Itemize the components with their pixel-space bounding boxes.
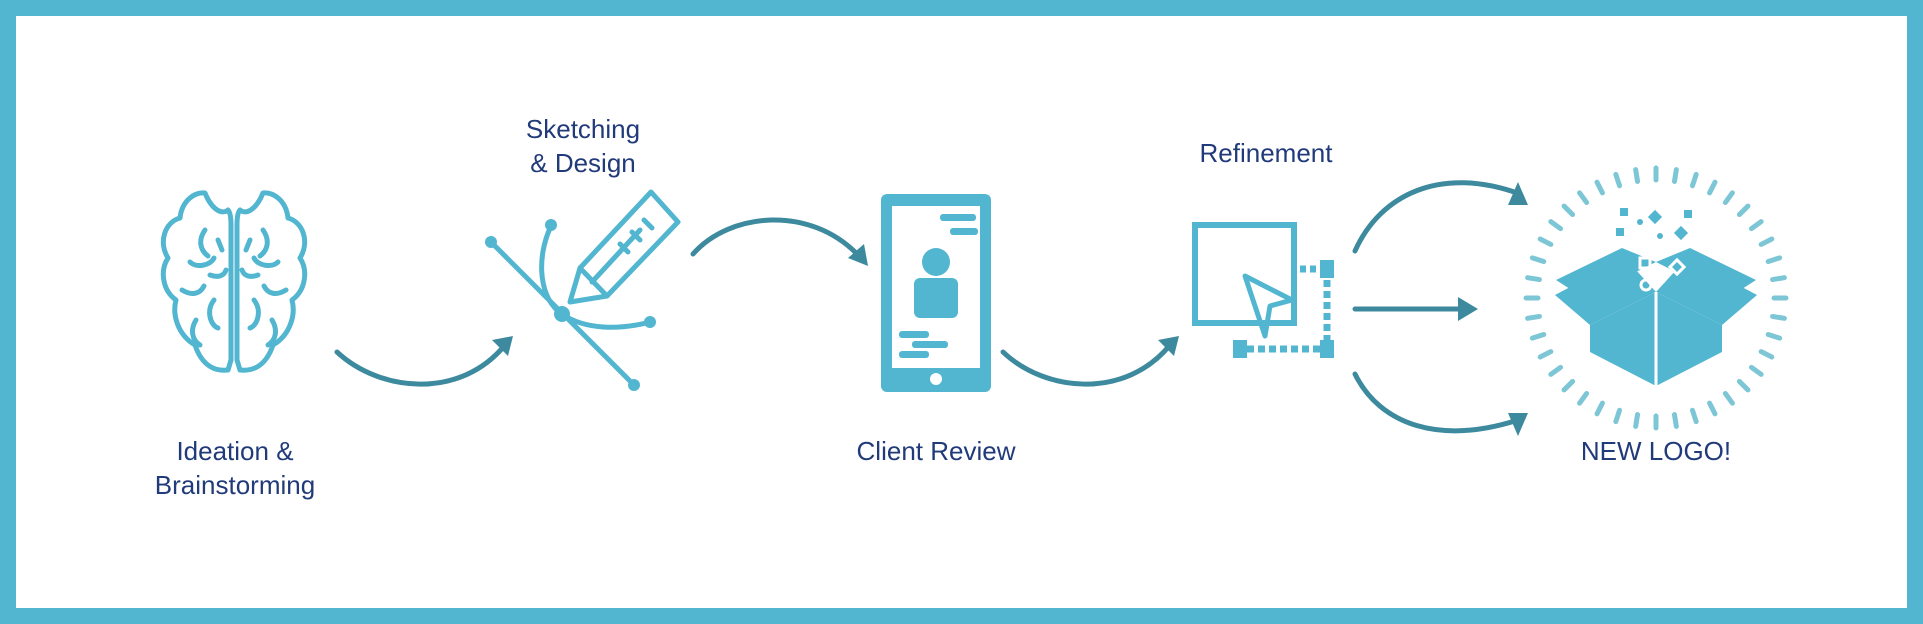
burst-ray: [1548, 364, 1564, 377]
step-label-client-review: Client Review: [856, 436, 1016, 466]
burst-ray: [1722, 190, 1735, 206]
burst-ray: [1765, 331, 1783, 341]
arrow-ideation-to-sketching: [334, 336, 513, 387]
burst-ray: [1707, 179, 1718, 196]
burst-ray: [1633, 167, 1641, 184]
burst-ray: [1758, 349, 1775, 360]
label-line: Ideation &: [176, 436, 294, 466]
burst-ray: [1722, 390, 1735, 406]
step-label-new-logo: NEW LOGO!: [1580, 436, 1732, 466]
burst-ray: [1537, 236, 1554, 247]
burst-ray: [1765, 255, 1783, 265]
burst-ray: [1748, 364, 1764, 377]
step-label-refinement: Refinement: [1199, 138, 1333, 168]
burst-ray: [1577, 390, 1590, 406]
burst-ray: [1529, 255, 1547, 265]
burst-ray: [1613, 407, 1623, 425]
burst-ray: [1689, 171, 1699, 189]
arrow-sketching-to-review: [690, 217, 868, 266]
burst-ray: [1529, 331, 1547, 341]
pen-ruler-icon: [485, 189, 681, 391]
burst-ray: [1633, 412, 1641, 429]
burst-ray: [1671, 167, 1679, 184]
phone-profile-icon: [881, 194, 991, 392]
burst-ray: [1561, 378, 1576, 393]
burst-ray: [1525, 275, 1542, 283]
burst-ray: [1525, 313, 1542, 321]
burst-ray: [1577, 190, 1590, 206]
step-label-ideation: Ideation & Brainstorming: [155, 434, 315, 502]
burst-ray: [1537, 349, 1554, 360]
burst-ray: [1707, 400, 1718, 417]
burst-ray: [1594, 179, 1605, 196]
label-line: Sketching: [525, 114, 641, 144]
resize-cursor-icon: [1192, 222, 1334, 358]
burst-ray: [1748, 219, 1764, 232]
burst-ray: [1758, 236, 1775, 247]
burst-ray: [1548, 219, 1564, 232]
burst-ray: [1561, 203, 1576, 218]
arrow-review-to-refinement: [1000, 336, 1179, 387]
burst-ray: [1770, 313, 1787, 321]
step-label-sketching: Sketching & Design: [526, 112, 640, 180]
burst-ray: [1671, 412, 1679, 429]
arrows-refinement-to-logo: [1352, 180, 1528, 436]
burst-ray: [1736, 378, 1751, 393]
burst-ray: [1689, 407, 1699, 425]
label-line: Brainstorming: [154, 470, 316, 500]
open-box-icon: [1555, 208, 1757, 386]
burst-ray: [1770, 275, 1787, 283]
burst-ray: [1594, 400, 1605, 417]
burst-ray: [1613, 171, 1623, 189]
burst-rays: [1523, 165, 1789, 431]
brain-icon: [160, 190, 308, 373]
burst-ray: [1736, 203, 1751, 218]
label-line: & Design: [530, 148, 636, 178]
